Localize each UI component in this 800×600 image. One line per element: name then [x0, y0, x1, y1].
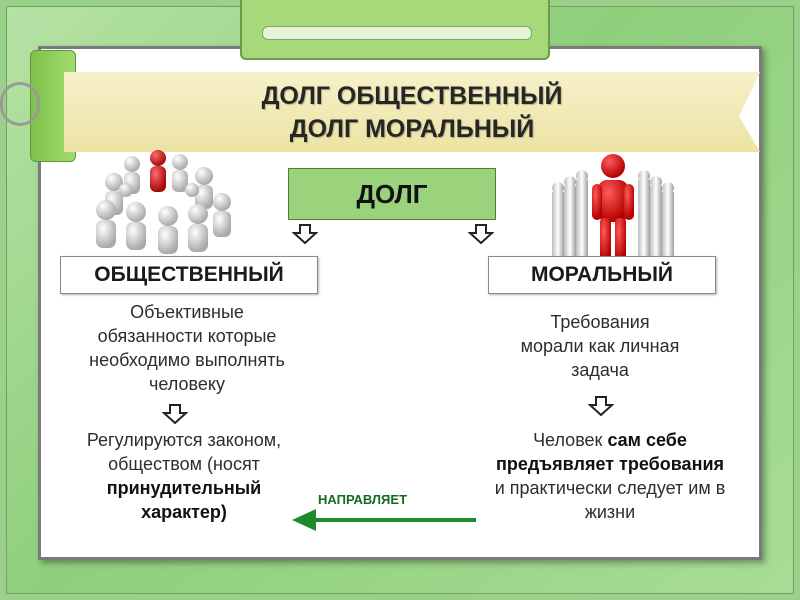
arrow-left-directs-icon	[292, 509, 476, 531]
social-result-bold: характер)	[50, 500, 318, 524]
leader-column-icon	[552, 154, 674, 264]
social-result-bold-text: характер)	[141, 502, 227, 522]
social-result-bold-text: принудительный	[106, 478, 262, 498]
moral-result-line: жизни	[584, 502, 636, 522]
tab-slot	[262, 26, 532, 40]
moral-result-line: Человек сам себе	[460, 428, 760, 452]
title-line-1: ДОЛГ ОБЩЕСТВЕННЫЙ	[261, 82, 563, 110]
social-desc-line: человеку	[149, 374, 225, 394]
social-result-line: Регулируются законом,	[86, 430, 282, 450]
title-banner	[64, 72, 760, 152]
social-duty-description: Объективные обязанности которые необходи…	[56, 300, 318, 396]
arrow-down-left-icon	[292, 224, 318, 244]
moral-result-line: предъявляет требования	[460, 452, 760, 476]
moral-duty-result: Человек сам себе предъявляет требования …	[460, 428, 760, 524]
directs-label: НАПРАВЛЯЕТ	[318, 492, 408, 507]
page-title: ДОЛГ ОБЩЕСТВЕННЫЙ ДОЛГ МОРАЛЬНЫЙ	[64, 80, 760, 146]
arrow-down-social-icon	[162, 404, 188, 424]
paperclip-icon	[0, 82, 40, 126]
moral-desc-line: Требования	[550, 312, 650, 332]
social-duty-heading: ОБЩЕСТВЕННЫЙ	[60, 256, 318, 294]
moral-result-bold-inline: сам себе	[607, 430, 687, 450]
moral-result-line: и практически следует им в	[494, 478, 726, 498]
title-line-2: ДОЛГ МОРАЛЬНЫЙ	[289, 115, 535, 143]
social-desc-line: обязанности которые	[97, 326, 277, 346]
social-desc-line: необходимо выполнять	[89, 350, 285, 370]
social-duty-result: Регулируются законом, обществом (носят п…	[50, 428, 318, 524]
moral-duty-description: Требования морали как личная задача	[484, 310, 716, 382]
moral-result-bold-line: предъявляет требования	[495, 454, 725, 474]
social-result-bold: принудительный	[50, 476, 318, 500]
crowd-figures-icon	[96, 150, 231, 254]
top-tab	[240, 0, 550, 60]
social-desc-line: Объективные	[130, 302, 244, 322]
moral-desc-line: морали как личная	[520, 336, 680, 356]
arrow-down-moral-icon	[588, 396, 614, 416]
moral-result-pre: Человек	[533, 430, 608, 450]
social-result-line: обществом (носят	[108, 454, 260, 474]
moral-desc-line: задача	[571, 360, 629, 380]
duty-box: ДОЛГ	[288, 168, 496, 220]
arrow-down-right-icon	[468, 224, 494, 244]
moral-duty-heading: МОРАЛЬНЫЙ	[488, 256, 716, 294]
